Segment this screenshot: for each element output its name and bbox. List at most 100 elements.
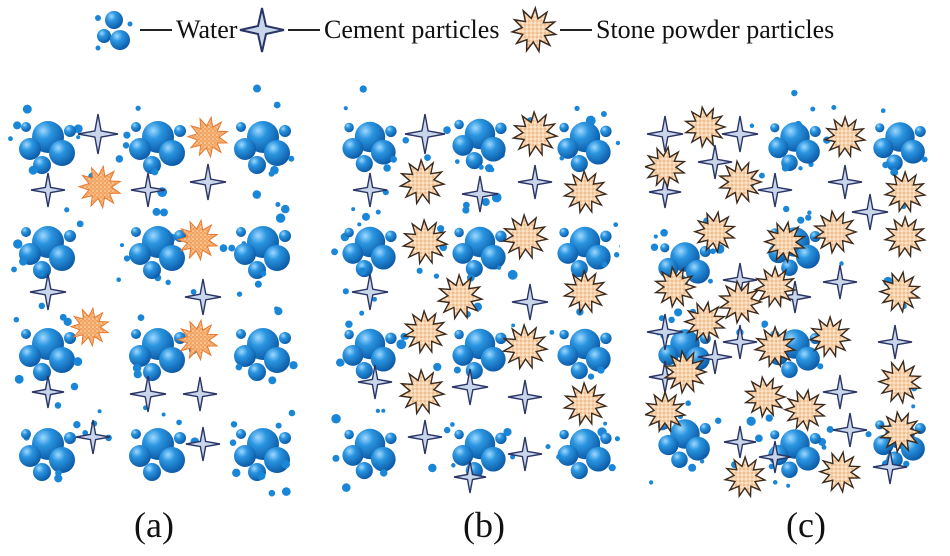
- water-droplet: [13, 316, 20, 323]
- panel-c-particles: [645, 89, 928, 499]
- water-cluster: [755, 414, 827, 479]
- water-droplet: [485, 164, 494, 173]
- water-droplet: [19, 138, 41, 160]
- water-droplet: [831, 104, 837, 110]
- water-droplet: [370, 346, 396, 372]
- water-cluster: [768, 106, 831, 172]
- legend-label-stone: Stone powder particles: [596, 15, 835, 44]
- water-droplet: [385, 332, 397, 344]
- water-droplet: [131, 122, 141, 132]
- water-droplet: [671, 451, 688, 469]
- water-droplet: [264, 347, 290, 373]
- cement-particle: [697, 144, 733, 180]
- water-droplet: [574, 105, 580, 111]
- stone-powder-particle: [782, 387, 827, 433]
- water-droplet: [54, 402, 62, 409]
- water-droplet: [873, 137, 894, 159]
- water-droplet: [890, 168, 899, 177]
- water-droplet: [345, 320, 353, 328]
- panel-a-particles: [8, 84, 298, 497]
- water-droplet: [219, 244, 228, 253]
- water-droplet: [707, 278, 713, 284]
- water-droplet: [355, 362, 373, 380]
- water-droplet: [880, 108, 886, 114]
- legend-label-cement: Cement particles: [324, 15, 500, 44]
- water-droplet: [783, 205, 790, 213]
- water-droplet: [129, 243, 151, 265]
- water-droplet: [160, 208, 168, 217]
- water-droplet: [615, 140, 620, 146]
- water-droplet: [351, 207, 356, 212]
- water-droplet: [875, 123, 885, 133]
- water-droplet: [601, 261, 608, 268]
- stone-powder-particle: [69, 306, 110, 348]
- water-droplet: [49, 245, 75, 271]
- water-droplet: [161, 412, 166, 417]
- water-droplet: [462, 206, 470, 214]
- water-droplet: [344, 227, 354, 238]
- legend-item-cement: Cement particles: [238, 4, 499, 56]
- water-droplet: [873, 434, 894, 456]
- cement-particle: [511, 283, 549, 321]
- water-droplet: [886, 154, 903, 172]
- cement-particle: [357, 364, 393, 400]
- water-droplet: [653, 234, 658, 239]
- water-droplet: [810, 106, 816, 112]
- water-droplet: [668, 316, 675, 324]
- water-droplet: [587, 373, 595, 380]
- water-droplet: [496, 265, 502, 270]
- water-droplet: [882, 161, 889, 169]
- water-droplet: [685, 259, 710, 284]
- water-droplet: [795, 446, 820, 471]
- cement-particle: [352, 172, 388, 208]
- water-droplet: [281, 204, 290, 214]
- water-droplet: [600, 125, 612, 137]
- water-droplet: [585, 139, 611, 165]
- water-droplet: [385, 432, 397, 444]
- water-droplet: [115, 155, 124, 163]
- water-droplet: [73, 124, 83, 134]
- water-droplet: [685, 436, 710, 461]
- cement-particle: [407, 419, 443, 455]
- water-droplet: [264, 245, 290, 271]
- water-droplet: [797, 216, 805, 224]
- water-droplet: [798, 166, 803, 171]
- water-droplet: [600, 332, 612, 344]
- water-droplet: [865, 431, 872, 438]
- water-droplet: [355, 462, 373, 480]
- stone-powder-particle: [562, 380, 609, 427]
- stone-powder-particle: [562, 268, 609, 315]
- water-droplet: [839, 261, 844, 266]
- water-droplet: [700, 459, 705, 464]
- water-cluster: [873, 108, 928, 177]
- water-droplet: [252, 190, 262, 199]
- water-cluster: [122, 105, 186, 176]
- water-droplet: [795, 139, 820, 164]
- water-droplet: [660, 243, 670, 253]
- water-droplet: [650, 243, 659, 251]
- water-cluster: [19, 207, 84, 279]
- stone-powder-particle: [817, 449, 862, 495]
- water-droplet: [452, 344, 474, 366]
- water-droplet: [64, 125, 76, 137]
- water-droplet: [82, 429, 89, 436]
- panel-label-c: (c): [786, 505, 826, 545]
- cement-particle: [697, 339, 733, 375]
- stone-powder-particle: [176, 318, 219, 362]
- water-droplet: [443, 126, 451, 134]
- cement-particle: [351, 273, 389, 311]
- cement-particle: [832, 412, 868, 448]
- water-droplet: [275, 422, 282, 429]
- stone-powder-particle: [762, 219, 807, 265]
- water-droplet: [122, 142, 130, 149]
- water-droplet: [758, 172, 765, 179]
- water-cluster: [8, 121, 81, 175]
- cement-particle: [822, 374, 858, 410]
- water-droplet: [342, 242, 364, 264]
- water-droplet: [176, 419, 182, 426]
- water-droplet: [248, 156, 266, 174]
- water-cluster: [331, 207, 397, 278]
- water-droplet: [21, 227, 31, 237]
- cement-particle: [721, 115, 759, 153]
- cement-particle: [130, 172, 166, 208]
